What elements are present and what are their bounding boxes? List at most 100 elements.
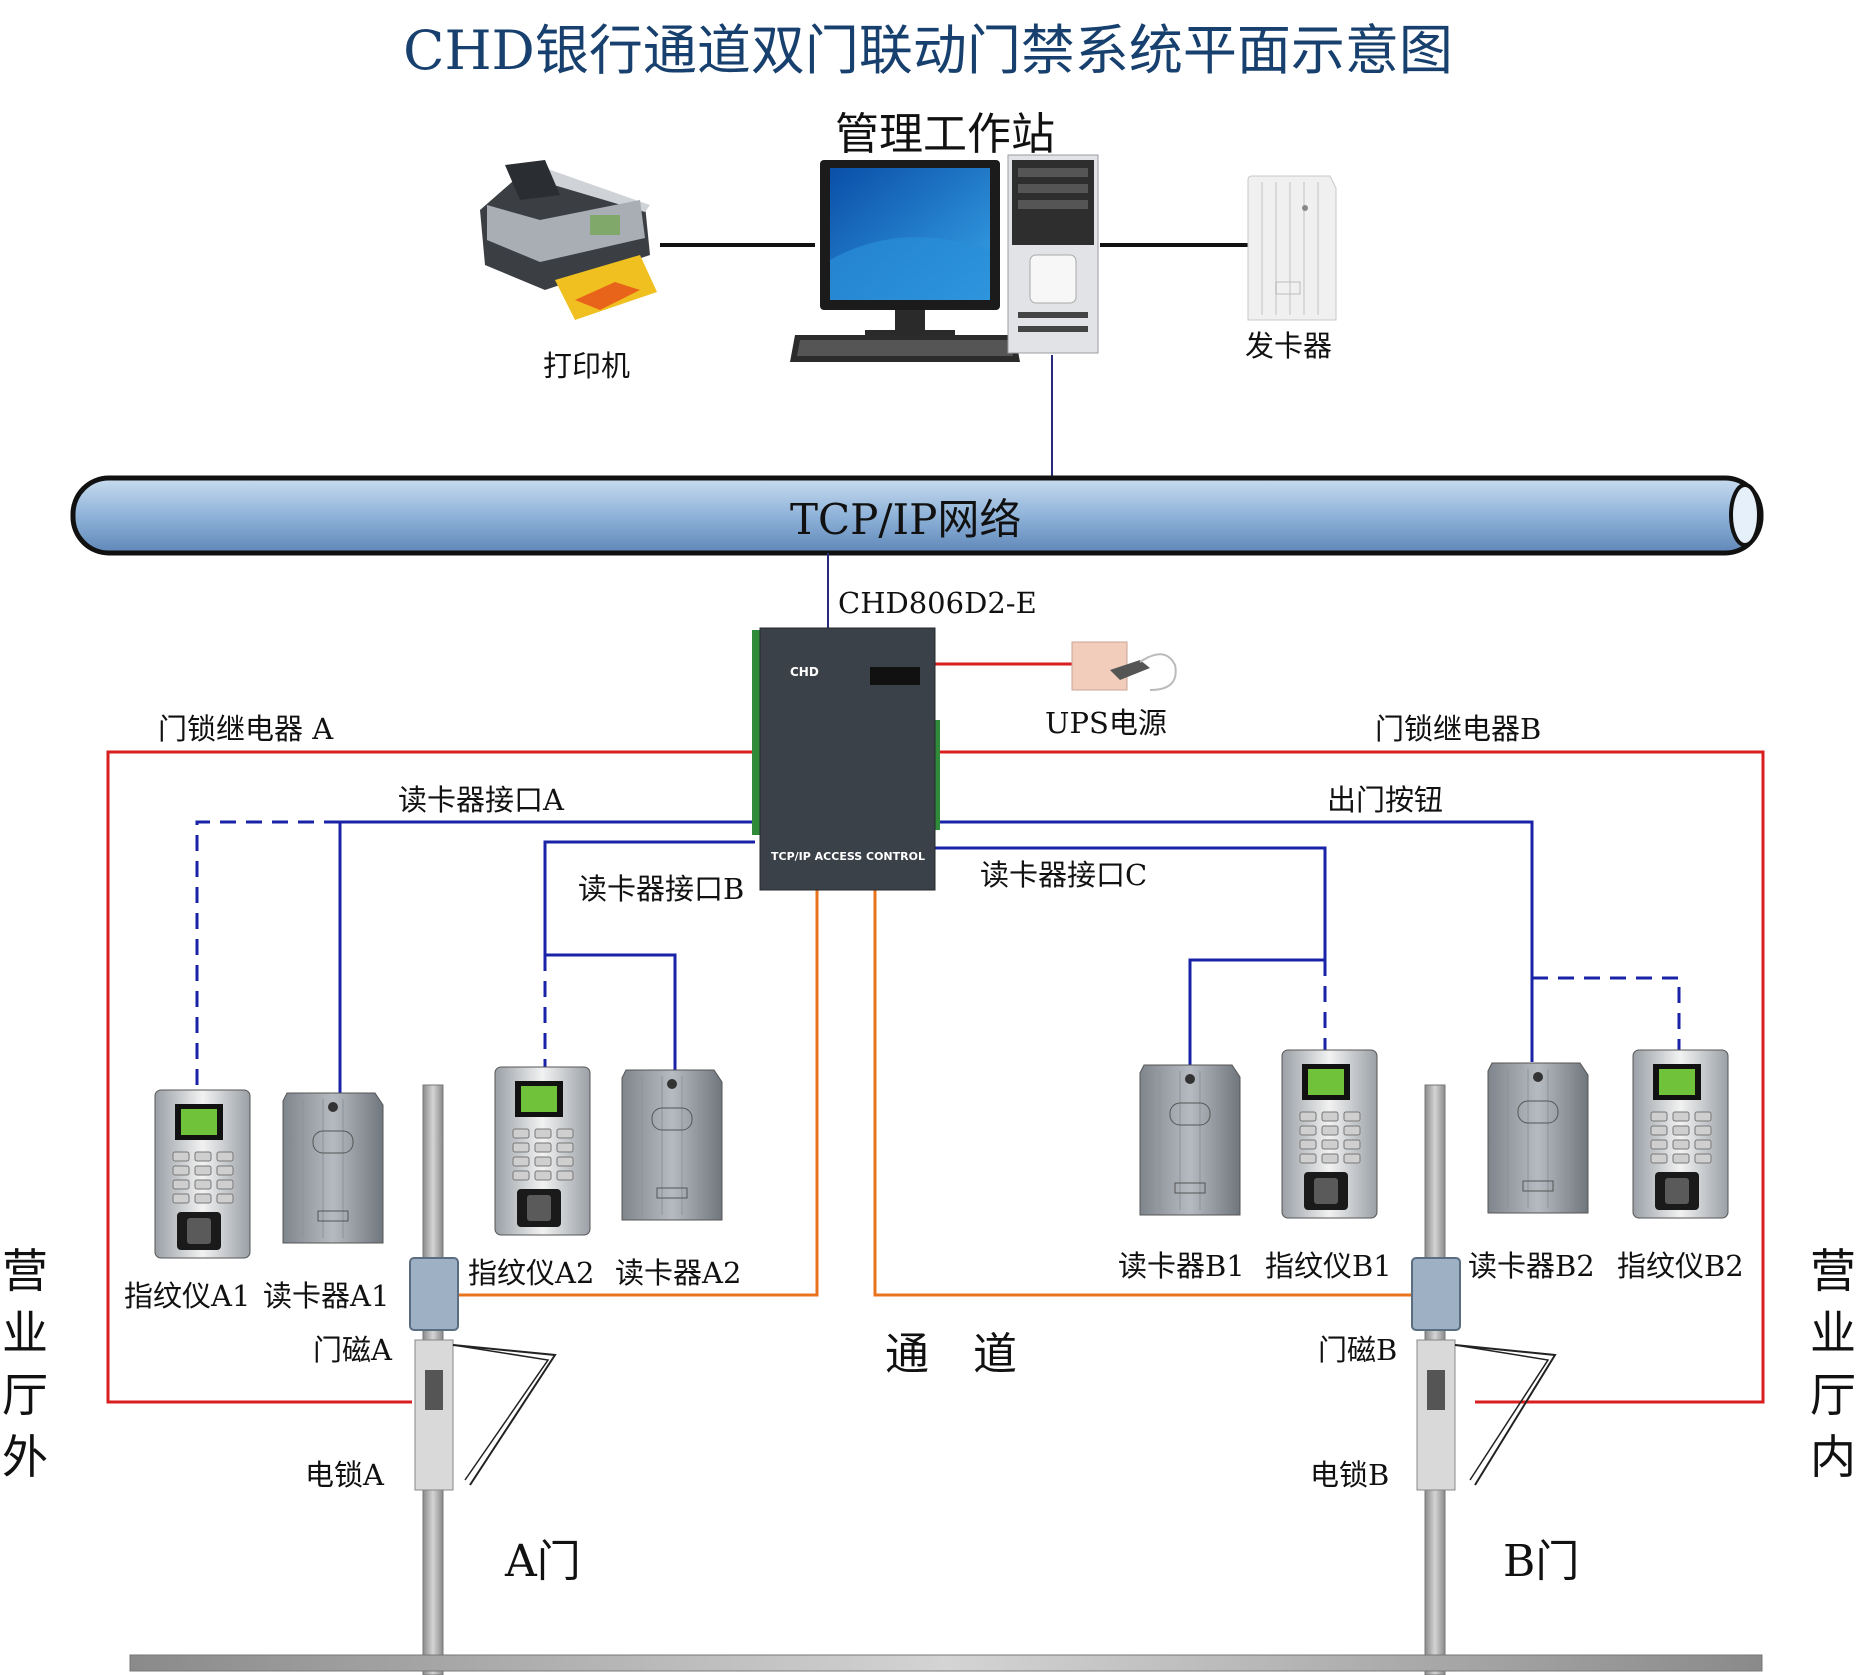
card-reader-a2-device bbox=[621, 1069, 723, 1221]
fingerprint-b1-label: 指纹仪B1 bbox=[1265, 1249, 1392, 1283]
fingerprint-b2-label: 指纹仪B2 bbox=[1617, 1249, 1744, 1283]
door-b bbox=[1411, 1084, 1557, 1675]
card-reader-b2-device bbox=[1487, 1062, 1589, 1214]
card-reader-led bbox=[667, 1079, 677, 1089]
controller-model-label: CHD806D2-E bbox=[838, 586, 1037, 620]
fingerprint-key bbox=[1343, 1139, 1361, 1150]
fingerprint-key bbox=[534, 1156, 552, 1167]
workstation-label: 管理工作站 bbox=[835, 109, 1055, 160]
printer-label: 打印机 bbox=[543, 349, 631, 383]
fingerprint-b2-device bbox=[1632, 1049, 1729, 1219]
fingerprint-key bbox=[1694, 1153, 1712, 1164]
fingerprint-key bbox=[1672, 1125, 1690, 1136]
fingerprint-a2-device bbox=[494, 1066, 591, 1236]
exit-button-label: 出门按钮 bbox=[1327, 783, 1444, 817]
card-reader-led bbox=[1185, 1074, 1195, 1084]
computer-tower-icon bbox=[1007, 154, 1099, 354]
fingerprint-key bbox=[172, 1179, 190, 1190]
card-reader-led bbox=[328, 1102, 338, 1112]
ups-icon bbox=[1071, 641, 1177, 691]
fingerprint-key bbox=[1343, 1111, 1361, 1122]
inside-hall-label: 营业厅内 bbox=[1810, 1244, 1856, 1484]
fingerprint-key bbox=[1672, 1139, 1690, 1150]
fingerprint-key bbox=[172, 1151, 190, 1162]
fingerprint-window bbox=[187, 1218, 211, 1244]
controller-panel-text: TCP/IP ACCESS CONTROL bbox=[771, 850, 925, 863]
fingerprint-key bbox=[534, 1128, 552, 1139]
electric-lock-b-label: 电锁B bbox=[1310, 1458, 1390, 1492]
fingerprint-key bbox=[1299, 1125, 1317, 1136]
fingerprint-key bbox=[1299, 1153, 1317, 1164]
card-reader-b1-label: 读卡器B1 bbox=[1118, 1249, 1245, 1283]
outside-hall-label: 营业厅外 bbox=[2, 1244, 48, 1484]
relay-a-label: 门锁继电器 A bbox=[158, 712, 334, 746]
fingerprint-window bbox=[527, 1195, 551, 1221]
fingerprint-window bbox=[1314, 1178, 1338, 1204]
card-reader-b2-label: 读卡器B2 bbox=[1468, 1249, 1595, 1283]
fingerprint-key bbox=[194, 1193, 212, 1204]
card-reader-body bbox=[621, 1069, 723, 1221]
fingerprint-key bbox=[1694, 1139, 1712, 1150]
fingerprint-key bbox=[512, 1156, 530, 1167]
door-b-label: B门 bbox=[1503, 1536, 1580, 1587]
fingerprint-key bbox=[556, 1170, 574, 1181]
card-reader-led bbox=[1533, 1072, 1543, 1082]
card-reader-mark bbox=[1169, 1102, 1211, 1126]
ups-label: UPS电源 bbox=[1045, 706, 1167, 740]
fingerprint-key bbox=[556, 1142, 574, 1153]
card-reader-mark bbox=[1517, 1100, 1559, 1124]
controller-box: TCP/IP ACCESS CONTROL CHD bbox=[752, 627, 940, 891]
fingerprint-key bbox=[512, 1142, 530, 1153]
relay-b-label: 门锁继电器B bbox=[1375, 712, 1542, 746]
reader-lines-dashed bbox=[195, 820, 1681, 1090]
monitor-icon bbox=[790, 160, 1020, 362]
fingerprint-screen bbox=[181, 1109, 217, 1135]
fingerprint-key bbox=[1321, 1111, 1339, 1122]
card-reader-a2-label: 读卡器A2 bbox=[615, 1256, 742, 1290]
fingerprint-screen bbox=[521, 1086, 557, 1112]
workstation-links bbox=[660, 243, 1248, 478]
fingerprint-a1-label: 指纹仪A1 bbox=[124, 1279, 251, 1313]
fingerprint-key bbox=[512, 1128, 530, 1139]
fingerprint-key bbox=[216, 1151, 234, 1162]
door-sensor-a-icon bbox=[409, 1257, 459, 1331]
diagram-title: CHD银行通道双门联动门禁系统平面示意图 bbox=[403, 19, 1453, 82]
fingerprint-key bbox=[1694, 1125, 1712, 1136]
reader-port-c-label: 读卡器接口C bbox=[980, 858, 1148, 892]
fingerprint-key bbox=[534, 1170, 552, 1181]
printer-icon bbox=[480, 160, 657, 320]
card-reader-mark bbox=[312, 1130, 354, 1154]
fingerprint-key bbox=[1321, 1153, 1339, 1164]
door-sensor-b-icon bbox=[1411, 1257, 1461, 1331]
fingerprint-screen bbox=[1659, 1069, 1695, 1095]
fingerprint-key bbox=[556, 1128, 574, 1139]
fingerprint-key bbox=[216, 1165, 234, 1176]
card-issuer-label: 发卡器 bbox=[1245, 329, 1333, 363]
electric-lock-a-label: 电锁A bbox=[305, 1458, 384, 1492]
tcpip-pipe bbox=[70, 475, 1764, 556]
fingerprint-key bbox=[1299, 1139, 1317, 1150]
card-reader-plate bbox=[317, 1210, 349, 1222]
card-reader-plate bbox=[1522, 1180, 1554, 1192]
card-reader-body bbox=[282, 1092, 384, 1244]
fingerprint-key bbox=[216, 1193, 234, 1204]
fingerprint-key bbox=[1694, 1111, 1712, 1122]
fingerprint-key bbox=[534, 1142, 552, 1153]
fingerprint-key bbox=[512, 1170, 530, 1181]
card-reader-a1-label: 读卡器A1 bbox=[263, 1279, 390, 1313]
fingerprint-key bbox=[172, 1165, 190, 1176]
fingerprint-key bbox=[1343, 1125, 1361, 1136]
fingerprint-key bbox=[1321, 1139, 1339, 1150]
door-sensor-a-label: 门磁A bbox=[313, 1333, 392, 1367]
fingerprint-key bbox=[194, 1151, 212, 1162]
card-reader-plate bbox=[656, 1187, 688, 1199]
fingerprint-key bbox=[1672, 1111, 1690, 1122]
fingerprint-b1-device bbox=[1281, 1049, 1378, 1219]
fingerprint-key bbox=[172, 1193, 190, 1204]
fingerprint-key bbox=[1321, 1125, 1339, 1136]
card-issuer-icon bbox=[1247, 175, 1337, 321]
fingerprint-key bbox=[1299, 1111, 1317, 1122]
fingerprint-a1-device bbox=[154, 1089, 251, 1259]
electric-lock-b-icon bbox=[1416, 1339, 1456, 1491]
